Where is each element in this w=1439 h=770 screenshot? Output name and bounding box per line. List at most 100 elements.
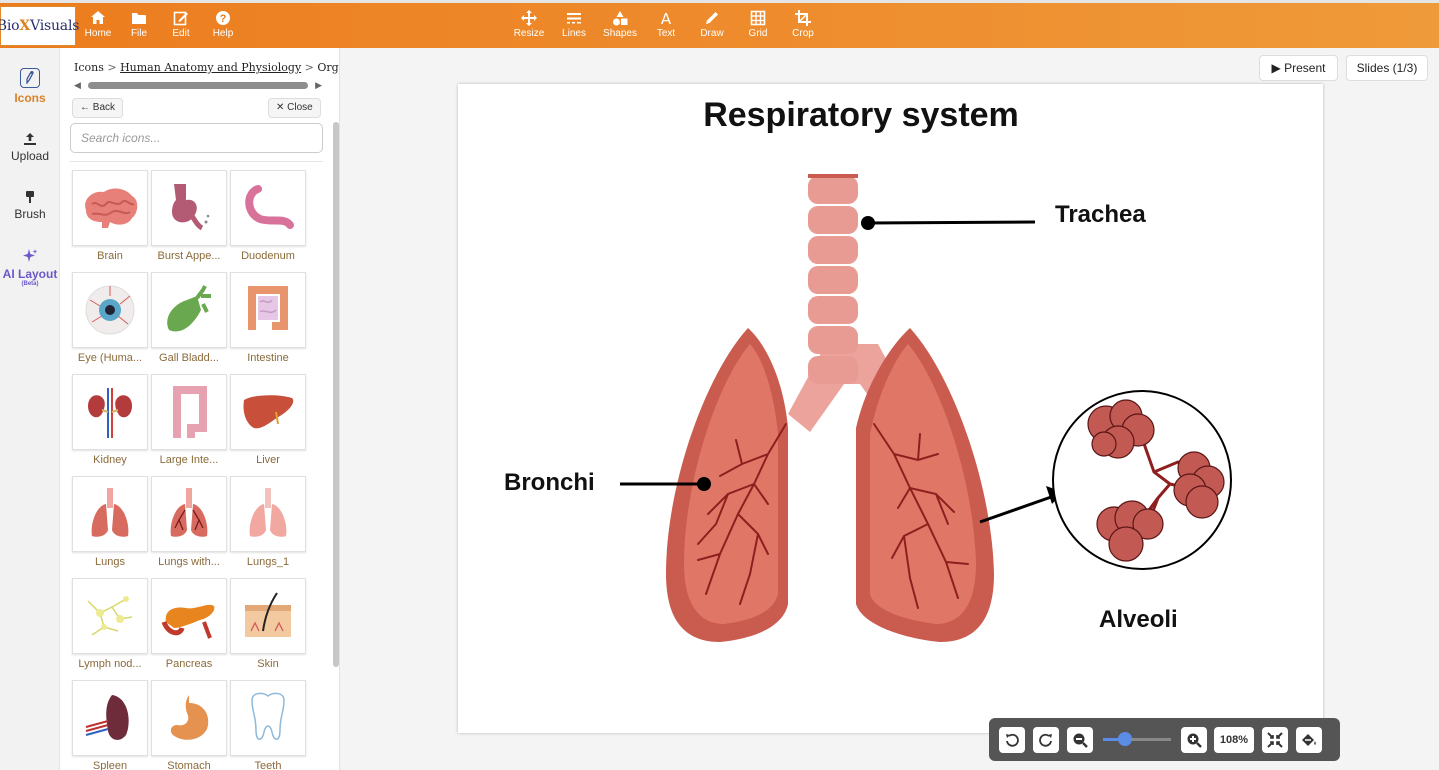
background-fill-button[interactable] (1296, 727, 1322, 753)
grid-button[interactable]: Grid (736, 10, 780, 44)
icon-tile-kidney[interactable]: Kidney (72, 374, 148, 466)
undo-button[interactable] (999, 727, 1025, 753)
teeth-icon[interactable] (230, 680, 306, 756)
breadcrumb: Icons > Human Anatomy and Physiology > O… (74, 61, 339, 74)
home-button[interactable]: Home (76, 10, 120, 44)
spleen-icon[interactable] (72, 680, 148, 756)
close-button[interactable]: ✕ Close (268, 98, 321, 118)
icon-tile-stomach[interactable]: Stomach (151, 680, 227, 770)
alveoli-arrow[interactable] (979, 486, 1063, 524)
right-lung-shape[interactable] (856, 328, 994, 642)
scroll-right-arrow-icon[interactable]: ▶ (315, 80, 322, 90)
tile-label: Brain (97, 250, 123, 262)
edit-button[interactable]: Edit (159, 10, 203, 44)
breadcrumb-icons[interactable]: Icons (74, 61, 104, 74)
rail-brush[interactable]: Brush (0, 190, 60, 221)
file-button[interactable]: File (117, 10, 161, 44)
help-button[interactable]: ? Help (201, 10, 245, 44)
resize-button[interactable]: Resize (507, 10, 551, 44)
breadcrumb-scrollbar[interactable]: ◀ ▶ (74, 80, 322, 90)
duodenum-icon[interactable] (230, 170, 306, 246)
text-button[interactable]: A Text (644, 10, 688, 44)
icon-tile-skin[interactable]: Skin (230, 578, 306, 670)
icon-tile-lungs-1[interactable]: Lungs_1 (230, 476, 306, 568)
bronchi-label[interactable]: Bronchi (504, 469, 595, 496)
shapes-label: Shapes (603, 28, 637, 39)
icon-tile-burst-appendix[interactable]: Burst Appe... (151, 170, 227, 262)
skin-icon[interactable] (230, 578, 306, 654)
slide-canvas[interactable]: Respiratory system (458, 84, 1323, 733)
lungs-1-icon[interactable] (230, 476, 306, 552)
panel-scrollbar[interactable] (333, 122, 339, 667)
icon-tile-intestine[interactable]: Intestine (230, 272, 306, 364)
alveoli-label[interactable]: Alveoli (1099, 606, 1178, 633)
trachea-pointer[interactable] (861, 216, 1036, 230)
bronchi-pointer[interactable] (620, 477, 711, 491)
crop-icon (795, 10, 811, 26)
folder-icon (132, 13, 146, 24)
respiratory-illustration[interactable] (458, 84, 1323, 733)
scrollbar-thumb[interactable] (88, 82, 308, 89)
icon-tile-eye[interactable]: Eye (Huma... (72, 272, 148, 364)
liver-icon[interactable] (230, 374, 306, 450)
zoom-slider[interactable] (1103, 732, 1171, 746)
slides-button[interactable]: Slides (1/3) (1346, 55, 1428, 81)
stomach-icon[interactable] (151, 680, 227, 756)
zoom-slider-knob[interactable] (1118, 732, 1133, 746)
icon-tile-lungs-with-bronchi[interactable]: Lungs with... (151, 476, 227, 568)
icon-tile-liver[interactable]: Liver (230, 374, 306, 466)
zoom-in-button[interactable] (1181, 727, 1207, 753)
rail-upload[interactable]: Upload (0, 132, 60, 163)
lines-button[interactable]: Lines (552, 10, 596, 44)
icon-tile-lymph-node[interactable]: Lymph nod... (72, 578, 148, 670)
zoom-out-button[interactable] (1067, 727, 1093, 753)
scroll-left-arrow-icon[interactable]: ◀ (74, 80, 81, 90)
zoom-percentage[interactable]: 108% (1214, 727, 1254, 753)
slide-title[interactable]: Respiratory system (703, 96, 1019, 134)
trachea-label[interactable]: Trachea (1055, 201, 1146, 228)
icon-tile-duodenum[interactable]: Duodenum (230, 170, 306, 262)
large-intestine-icon[interactable] (151, 374, 227, 450)
tile-label: Lungs with... (158, 556, 220, 568)
icon-tile-pancreas[interactable]: Pancreas (151, 578, 227, 670)
rail-icons[interactable]: Icons (0, 68, 60, 105)
pancreas-icon[interactable] (151, 578, 227, 654)
kidney-icon[interactable] (72, 374, 148, 450)
lines-icon (567, 13, 581, 24)
left-lung-shape[interactable] (666, 328, 788, 642)
draw-button[interactable]: Draw (690, 10, 734, 44)
left-rail: Icons Upload Brush AI Layout (Beta) (0, 48, 60, 770)
brain-icon[interactable] (72, 170, 148, 246)
fit-screen-button[interactable] (1262, 727, 1288, 753)
intestine-icon[interactable] (230, 272, 306, 348)
redo-button[interactable] (1033, 727, 1059, 753)
alveoli-detail[interactable] (1052, 390, 1232, 570)
lungs-with-bronchi-icon[interactable] (151, 476, 227, 552)
eye-icon[interactable] (72, 272, 148, 348)
tile-label: Liver (256, 454, 280, 466)
logo-text-bio: Bio (0, 18, 20, 34)
back-button[interactable]: ← Back (72, 98, 124, 118)
resize-label: Resize (513, 28, 545, 39)
icon-tile-gall-bladder[interactable]: Gall Bladd... (151, 272, 227, 364)
shapes-button[interactable]: Shapes (598, 10, 642, 44)
rail-ai-layout[interactable]: AI Layout (Beta) (0, 248, 60, 287)
icon-tile-spleen[interactable]: Spleen (72, 680, 148, 770)
breadcrumb-category-link[interactable]: Human Anatomy and Physiology (120, 61, 302, 74)
icon-tile-large-intestine[interactable]: Large Inte... (151, 374, 227, 466)
lymph-node-icon[interactable] (72, 578, 148, 654)
gall-bladder-icon[interactable] (151, 272, 227, 348)
icon-tile-teeth[interactable]: Teeth (230, 680, 306, 770)
icon-tile-lungs[interactable]: Lungs (72, 476, 148, 568)
breadcrumb-separator: > (107, 61, 117, 74)
tile-label: Lungs (95, 556, 125, 568)
icon-tile-brain[interactable]: Brain (72, 170, 148, 262)
burst-appendix-icon[interactable] (151, 170, 227, 246)
search-icons-input[interactable] (70, 123, 323, 153)
crop-button[interactable]: Crop (781, 10, 825, 44)
lungs-icon[interactable] (72, 476, 148, 552)
zoom-toolbar: 108% (989, 718, 1340, 761)
present-button[interactable]: ▶ Present (1259, 55, 1338, 81)
